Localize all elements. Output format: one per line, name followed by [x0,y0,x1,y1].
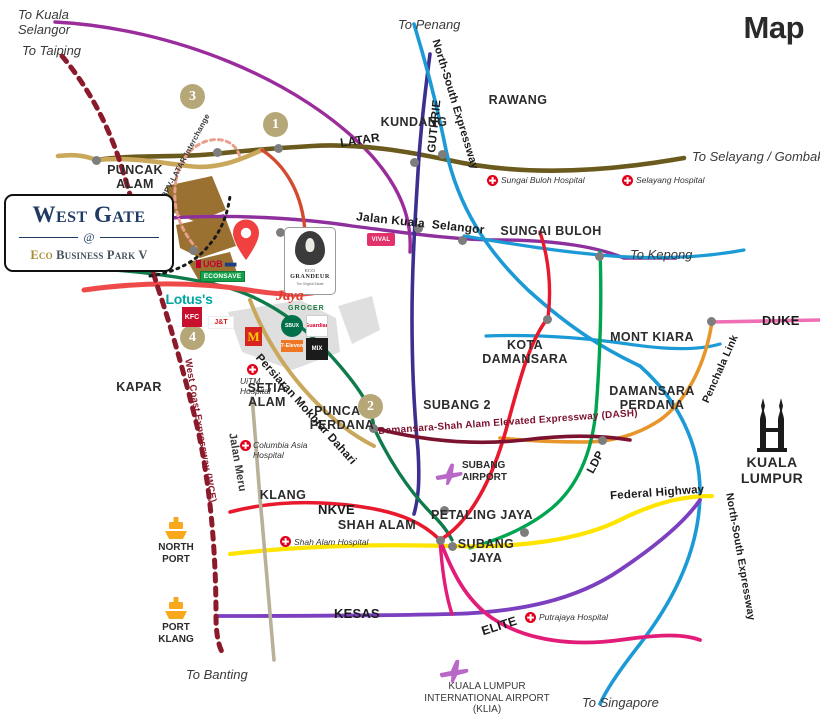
eco-grandeur-crest-icon [295,231,325,265]
hospital-cross-icon [240,440,251,451]
junction-dot [189,246,198,255]
brand-lotuss[interactable]: Lotus's [165,291,213,307]
road-red-kota [538,230,552,320]
brand-guardian[interactable]: Guardian [306,315,328,337]
brand-kfc[interactable]: KFC [182,307,202,327]
road-nkve-red [228,500,442,542]
road-latar-west [55,152,99,163]
road-federal-highway [227,493,715,557]
eco-grandeur-card[interactable]: ECO GRANDEUR The Original Estate [284,227,336,295]
road-subang-pink [438,538,454,616]
hospital-cross-icon [487,175,498,186]
brand-econsave[interactable]: ECONSAVE [200,271,245,282]
rule-left [19,236,79,239]
junction-dot [440,506,449,515]
rule-right [99,236,159,239]
road-nse-north [412,22,642,368]
brand-jaya-grocer[interactable]: Jaya [276,287,304,304]
road-latar-east-stub [669,155,687,163]
map-marker-1[interactable]: 1 [263,112,288,137]
map-marker-4[interactable]: 4 [180,325,205,350]
eco-word: Eco [30,248,57,262]
road-persiaran-mokhtar-dahari [248,298,376,448]
junction-dot [213,148,222,157]
road-ebpv-latar-spur [173,178,198,250]
road-nkve-mid [438,316,550,542]
brand-mix-store[interactable]: MIX [306,338,328,360]
west-gate-map-pin[interactable] [231,219,261,261]
page-title: Map [743,10,805,45]
road-puncak-alam-tan [93,147,265,170]
road-kesas [214,498,702,618]
ship-icon [163,596,189,625]
airplane-icon [434,462,464,491]
hospital-cross-icon [247,364,258,375]
junction-dot [274,144,283,153]
junction-dot [410,158,419,167]
junction-dot [414,224,423,233]
ship-icon [163,516,189,545]
ebpv-parcel [166,176,226,222]
road-kuala-selangor [53,20,412,254]
airplane-icon [438,658,470,689]
brand-starbucks[interactable]: SBUX [281,315,303,337]
uob-mark [196,260,201,268]
west-gate-logo-divider: @ [19,230,159,245]
junction-dot [543,315,552,324]
west-gate-logo[interactable]: West Gate @ Eco Business Park V [4,194,174,272]
road-latar [93,143,675,173]
map-marker-2[interactable]: 2 [358,394,383,419]
junction-dot [438,150,447,159]
junction-dot [458,236,467,245]
junction-dot [369,424,378,433]
road-nse-south [598,364,702,706]
brand-mcdonalds[interactable]: M [245,327,262,346]
road-elite [438,538,702,645]
road-guthrie [410,52,432,516]
junction-dot [598,436,607,445]
brand-jt-express[interactable]: J&T [208,316,234,329]
west-gate-logo-title: West Gate [32,202,146,227]
road-penchala-west [498,436,586,444]
business-park-word: Business Park V [56,248,148,262]
eco-grandeur-name-top: ECO [304,268,316,273]
uob-label: UOB [203,259,223,269]
road-green-westgate [78,266,376,430]
road-blue-mk2 [484,333,722,351]
brand-seven-eleven[interactable]: 7-Eleven [281,340,303,352]
hospital-cross-icon [622,175,633,186]
road-ldp [468,250,603,550]
petronas-twin-towers-icon [748,398,796,457]
road-green-se [372,426,454,542]
brand-vival[interactable]: VIVAL [367,233,395,246]
junction-dot [92,156,101,165]
junction-dot [276,228,285,237]
hospital-cross-icon [280,536,291,547]
road-wce [59,53,225,655]
brand-uob[interactable]: UOB■■■ [196,258,244,270]
uob-dots: ■■■ [224,259,236,269]
land-parcel [338,296,380,344]
junction-dot [436,536,445,545]
eco-grandeur-name-main: GRANDEUR [290,273,330,280]
junction-dot [448,542,457,551]
road-nse-mont-kiara [462,234,746,260]
road-access-dotted [148,194,232,278]
map-marker-3[interactable]: 3 [180,84,205,109]
junction-dot [707,317,716,326]
junction-dot [520,528,529,537]
ebpv-parcel [176,214,236,258]
junction-dot [595,252,604,261]
hospital-cross-icon [525,612,536,623]
eco-grandeur-tagline: The Original Estate [296,282,324,286]
road-duke [710,318,820,324]
road-ebpv-latar-interchange [174,138,242,182]
brand-jaya-grocer-sub[interactable]: GROCER [288,304,325,312]
at-symbol: @ [83,230,95,244]
west-gate-logo-subtitle: Eco Business Park V [30,248,147,263]
road-jalan-meru [250,396,276,662]
